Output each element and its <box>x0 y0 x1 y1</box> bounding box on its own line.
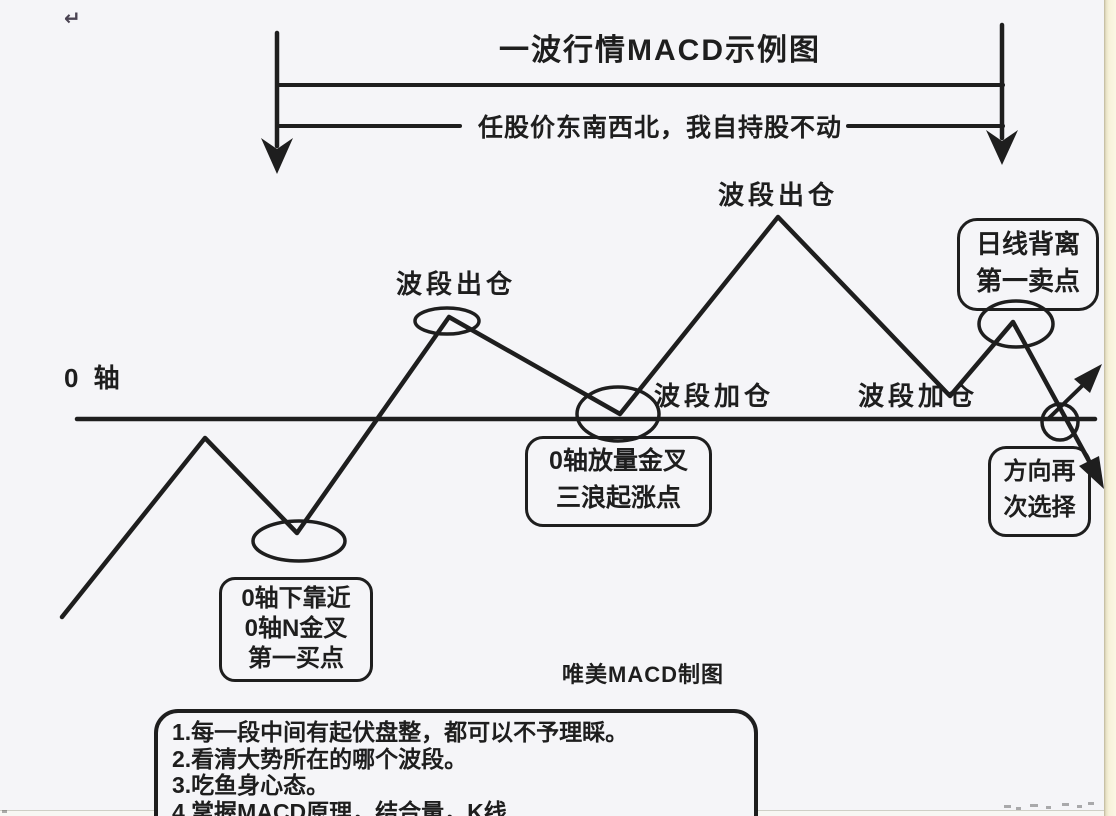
first-sell-line-1: 日线背离 <box>975 229 1080 259</box>
right-down-arrow-head <box>986 130 1018 165</box>
page-right-edge <box>1104 0 1116 816</box>
note-item-4: 4.掌握MACD原理，结合量，K线 <box>172 798 507 816</box>
direction-up-arrow-head <box>1074 364 1102 393</box>
direction-line-2: 次选择 <box>1003 494 1076 521</box>
note-item-1: 1.每一段中间有起伏盘整，都可以不予理睬。 <box>172 719 629 745</box>
golden-cross-line-2: 三浪起涨点 <box>555 484 681 512</box>
zero-axis-label: 0 轴 <box>64 363 124 393</box>
peak-ellipse-swing-exit <box>413 306 481 336</box>
first-buy-callout: 0轴下靠近 0轴N金叉 第一买点 <box>219 577 373 682</box>
swing-add-label-1: 波段加仓 <box>653 381 774 411</box>
first-sell-line-2: 第一卖点 <box>975 266 1080 296</box>
first-buy-line-1: 0轴下靠近 <box>241 585 351 612</box>
swing-add-label-2: 波段加仓 <box>857 381 978 411</box>
direction-choice-callout: 方向再 次选择 <box>988 446 1091 537</box>
first-sell-callout: 日线背离 第一卖点 <box>957 218 1099 311</box>
first-buy-line-3: 第一买点 <box>248 645 344 672</box>
note-item-2: 2.看清大势所在的哪个波段。 <box>172 745 468 772</box>
left-down-arrow-head <box>261 138 293 174</box>
swing-exit-label-1: 波段出仓 <box>395 269 516 299</box>
first-buy-line-2: 0轴N金叉 <box>244 615 348 642</box>
golden-cross-line-1: 0轴放量金叉 <box>549 447 688 475</box>
direction-choice-circle <box>1040 402 1080 442</box>
smudge-marks <box>2 802 1094 813</box>
valley-ellipse-first-buy <box>251 519 347 563</box>
axis-cross-ellipse-golden-cross <box>575 385 661 443</box>
note-item-3: 3.吃鱼身心态。 <box>172 772 330 798</box>
swing-exit-label-2: 波段出仓 <box>717 180 838 210</box>
watermark-text: 唯美MACD制图 <box>562 662 724 687</box>
peak-ellipse-first-sell <box>977 299 1055 349</box>
wave-end-arrowhead <box>1079 456 1104 489</box>
direction-line-1: 方向再 <box>1003 458 1076 485</box>
direction-up-arrow-shaft <box>1046 384 1084 421</box>
golden-cross-callout: 0轴放量金叉 三浪起涨点 <box>525 436 712 527</box>
diagram-subtitle: 任股价东南西北，我自持股不动 <box>477 114 842 142</box>
paragraph-return-icon: ↵ <box>64 8 81 30</box>
macd-wave-line <box>59 214 1092 620</box>
diagram-title: 一波行情MACD示例图 <box>499 34 821 67</box>
notes-box: 1.每一段中间有起伏盘整，都可以不予理睬。 2.看清大势所在的哪个波段。 3.吃… <box>154 709 758 816</box>
